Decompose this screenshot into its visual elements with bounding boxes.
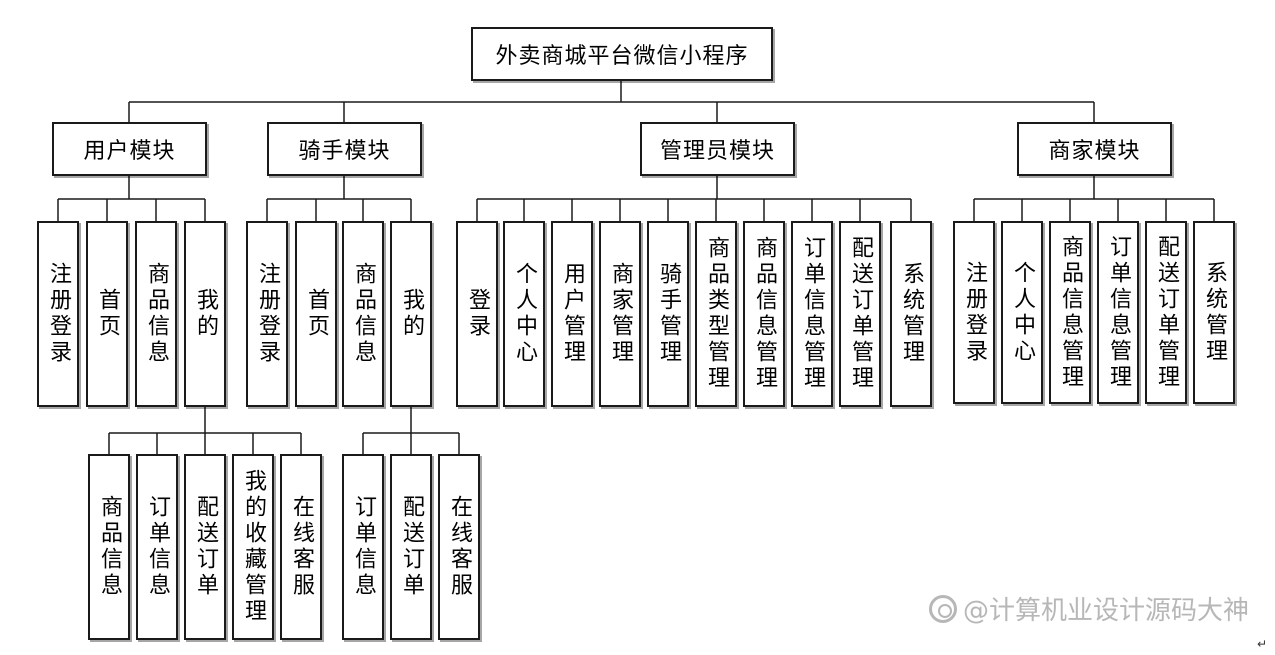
merchant-item-box: 配送订单管理 [1145,221,1187,404]
user-item-box: 注册登录 [37,221,79,407]
merchant-item-box: 个人中心 [1001,221,1043,404]
user-sub-item-label: 配送订单 [193,495,218,599]
watermark-logo-icon [928,594,957,623]
admin-item-label: 登录 [465,288,490,340]
admin-module-box: 管理员模块 [640,122,795,176]
rider-item-box: 我的 [390,221,432,407]
rider-item-box: 商品信息 [342,221,384,407]
rider-sub-item-label: 配送订单 [399,495,424,599]
rider-item-label: 首页 [304,288,329,340]
return-mark: ↵ [1256,637,1267,651]
user-item-label: 注册登录 [46,262,71,366]
rider-item-label: 商品信息 [351,262,376,366]
admin-item-box: 商品信息管理 [743,221,785,407]
user-sub-item-box: 配送订单 [184,454,226,640]
merchant-item-label: 个人中心 [1010,260,1035,365]
user-sub-item-box: 我的收藏管理 [232,454,274,640]
rider-item-box: 注册登录 [246,221,288,407]
rider-item-label: 注册登录 [255,262,280,366]
user-sub-item-box: 订单信息 [136,454,178,640]
watermark-text: @计算机业设计源码大神 [962,596,1249,626]
admin-item-box: 用户管理 [551,221,593,407]
admin-item-box: 登录 [456,221,498,407]
admin-item-box: 商家管理 [599,221,641,407]
user-item-box: 商品信息 [135,221,177,407]
merchant-item-label: 订单信息管理 [1106,234,1131,391]
admin-item-label: 商品信息管理 [752,236,777,392]
root-title: 外卖商城平台微信小程序 [495,44,749,69]
root-title-box: 外卖商城平台微信小程序 [471,27,773,81]
admin-item-box: 系统管理 [890,221,932,407]
rider-sub-item-box: 配送订单 [390,454,432,640]
rider-sub-item-box: 订单信息 [342,454,384,640]
admin-item-label: 用户管理 [560,262,585,366]
user-item-label: 我的 [193,288,218,340]
user-module-box: 用户模块 [52,122,207,176]
admin-item-label: 骑手管理 [656,262,681,366]
user-item-box: 首页 [86,221,128,407]
admin-item-label: 商品类型管理 [704,236,729,392]
merchant-item-box: 系统管理 [1193,221,1235,404]
merchant-item-box: 商品信息管理 [1049,221,1091,404]
user-sub-item-box: 在线客服 [280,454,322,640]
rider-item-label: 我的 [399,288,424,340]
rider-sub-item-label: 订单信息 [351,495,376,599]
rider-module-box: 骑手模块 [267,122,422,176]
user-item-label: 商品信息 [144,262,169,366]
admin-module-label: 管理员模块 [659,139,775,164]
merchant-module-box: 商家模块 [1017,122,1172,176]
user-sub-item-label: 订单信息 [145,495,170,599]
user-sub-item-box: 商品信息 [88,454,130,640]
admin-item-label: 商家管理 [608,262,633,366]
admin-item-label: 订单信息管理 [800,236,825,392]
admin-item-box: 订单信息管理 [791,221,833,407]
merchant-item-label: 商品信息管理 [1058,234,1083,391]
rider-sub-item-box: 在线客服 [438,454,480,640]
rider-module-label: 骑手模块 [298,139,391,164]
merchant-item-box: 注册登录 [953,221,995,404]
merchant-item-label: 注册登录 [962,260,987,365]
rider-sub-item-label: 在线客服 [447,495,472,599]
rider-item-box: 首页 [295,221,337,407]
user-sub-item-label: 商品信息 [97,495,122,599]
user-sub-item-label: 我的收藏管理 [241,469,266,625]
merchant-item-label: 配送订单管理 [1154,234,1179,391]
merchant-module-label: 商家模块 [1048,139,1141,164]
admin-item-label: 配送订单管理 [848,236,873,392]
admin-item-box: 配送订单管理 [839,221,881,407]
user-item-label: 首页 [95,288,120,340]
watermark: @计算机业设计源码大神 [928,590,1249,627]
merchant-item-label: 系统管理 [1202,260,1227,365]
admin-item-label: 个人中心 [512,262,537,366]
admin-item-box: 商品类型管理 [695,221,737,407]
admin-item-label: 系统管理 [899,262,924,366]
admin-item-box: 骑手管理 [647,221,689,407]
admin-item-box: 个人中心 [503,221,545,407]
user-sub-item-label: 在线客服 [289,495,314,599]
merchant-item-box: 订单信息管理 [1097,221,1139,404]
user-item-box: 我的 [184,221,226,407]
user-module-label: 用户模块 [83,139,176,164]
